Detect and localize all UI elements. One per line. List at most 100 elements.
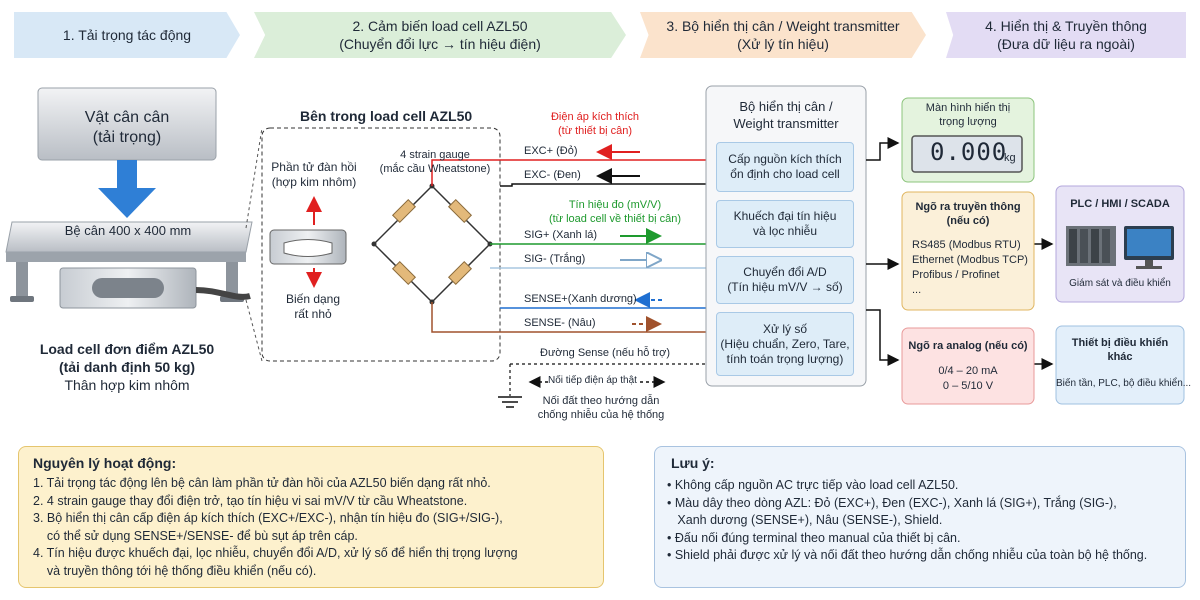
transmitter-title: Bộ hiển thị cân / Weight transmitter: [706, 98, 866, 132]
load-arrow-head: [98, 188, 156, 218]
label-exc-minus: EXC- (Đen): [524, 169, 581, 181]
plc-box: [1055, 185, 1185, 303]
step-3-subtitle: (Xử lý tín hiệu): [737, 36, 829, 52]
block-excitation-line2: ổn định cho load cell: [730, 167, 840, 181]
step-2-subtitle: (Chuyển đổi lực → tín hiệu điện): [339, 36, 541, 52]
notes-list: • Không cấp nguồn AC trực tiếp vào load …: [667, 477, 1147, 565]
ground-note-line2: chống nhiễu của hệ thống: [537, 409, 665, 421]
comm-item: Profibus / Profinet: [912, 269, 1000, 281]
notes-line: • Màu dây theo dòng AZL: Đỏ (EXC+), Đen …: [667, 495, 1117, 510]
block-adc-line2: (Tín hiệu mV/V → số): [727, 280, 843, 294]
comm-item: RS485 (Modbus RTU): [912, 239, 1021, 251]
excitation-note: Điện áp kích thích (từ thiết bị cân): [540, 110, 650, 138]
ctrl-box: [1055, 325, 1185, 405]
label-exc-plus: EXC+ (Đỏ): [524, 145, 578, 157]
wheatstone-bridge: [371, 183, 493, 305]
notes-line: • Đấu nối đúng terminal theo manual của …: [667, 530, 961, 545]
analog-item: 0/4 – 20 mA: [938, 365, 998, 377]
ctrl-caption: Biến tần, PLC, bộ điều khiển...: [1056, 378, 1192, 389]
comm-title-line1: Ngõ ra truyền thông: [915, 201, 1021, 213]
display-title-line1: Màn hình hiển thị: [925, 102, 1011, 114]
comm-title: Ngõ ra truyền thông (nếu có): [902, 200, 1034, 228]
display-screen: [911, 135, 1023, 173]
notes-title: Lưu ý:: [671, 455, 715, 471]
ground-note-line1: Nối đất theo hướng dẫn: [542, 395, 660, 407]
gauge-label-line1: 4 strain gauge: [400, 149, 470, 161]
step-3-banner: 3. Bộ hiển thị cân / Weight transmitter …: [640, 12, 926, 58]
gauge-label-line2: (mắc cầu Wheatstone): [379, 163, 491, 175]
notes-line: • Shield phải được xử lý và nối đất theo…: [667, 548, 1148, 562]
inside-loadcell-frame: [261, 127, 501, 362]
arrow-to-analog: [866, 309, 900, 366]
notes-panel: Lưu ý: • Không cấp nguồn AC trực tiếp và…: [654, 446, 1186, 588]
scale-caption-line3: Thân hợp kim nhôm: [64, 377, 190, 393]
load-cell-window: [92, 278, 164, 298]
label-sig-minus: SIG- (Trắng): [524, 253, 586, 265]
block-digital-line1: Xử lý số: [762, 321, 808, 336]
principle-line: 4. Tín hiệu được khuếch đại, lọc nhiễu, …: [33, 546, 518, 560]
block-excitation: Cấp nguồn kích thích ổn định cho load ce…: [716, 142, 854, 192]
load-cell-cable: [195, 287, 251, 300]
wire-sense-minus: [431, 302, 708, 333]
block-amplifier: Khuếch đại tín hiệu và lọc nhiễu: [716, 200, 854, 248]
ctrl-title: Thiết bị điều khiển khác: [1056, 336, 1184, 364]
block-digital-line2: (Hiệu chuẩn, Zero, Tare,: [720, 336, 850, 351]
display-title-line2: trọng lượng: [939, 116, 997, 128]
analog-item: 0 – 5/10 V: [942, 380, 994, 392]
display-unit: kg: [1004, 152, 1016, 164]
block-amplifier-line2: và lọc nhiễu: [752, 224, 818, 238]
scale-caption-line2: (tải danh định 50 kg): [58, 359, 196, 375]
notes-line: • Không cấp nguồn AC trực tiếp vào load …: [667, 478, 959, 492]
excitation-note-line1: Điện áp kích thích: [550, 111, 640, 123]
block-amplifier-line1: Khuếch đại tín hiệu: [733, 209, 837, 223]
elastic-label-line2: (hợp kim nhôm): [271, 175, 357, 189]
label-sig-plus: SIG+ (Xanh lá): [524, 229, 598, 241]
comm-list: RS485 (Modbus RTU) Ethernet (Modbus TCP)…: [912, 238, 1028, 298]
block-digital: Xử lý số (Hiệu chuẩn, Zero, Tare, tính t…: [716, 312, 854, 376]
load-label: Vật cân cân (tải trọng): [38, 108, 216, 148]
plc-rack-icon: [1066, 226, 1116, 266]
display-title: Màn hình hiển thị trọng lượng: [902, 101, 1034, 129]
ctrl-title-line2: khác: [1107, 351, 1133, 363]
analog-box: [901, 327, 1035, 405]
principle-panel: Nguyên lý hoạt động: 1. Tải trọng tác độ…: [18, 446, 604, 588]
signal-note: Tín hiệu đo (mV/V) (từ load cell về thiế…: [540, 198, 690, 226]
platform-edge: [6, 252, 246, 262]
step-4-title: 4. Hiển thị & Truyền thông: [985, 18, 1147, 34]
principle-list: 1. Tải trọng tác động lên bệ cân làm phầ…: [33, 475, 518, 580]
analog-list: 0/4 – 20 mA 0 – 5/10 V: [902, 364, 1034, 394]
transmitter-title-line2: Weight transmitter: [733, 116, 839, 131]
ctrl-title-line1: Thiết bị điều khiển: [1071, 337, 1169, 349]
signal-note-line2: (từ load cell về thiết bị cân): [548, 213, 682, 225]
wire-exc-plus: [431, 159, 708, 186]
label-sense-plus: SENSE+(Xanh dương): [524, 293, 637, 305]
ground-icon: [498, 396, 522, 408]
platform-foot-left: [16, 262, 28, 298]
step-4-subtitle: (Đưa dữ liệu ra ngoài): [997, 36, 1135, 52]
plc-caption: Giám sát và điều khiển: [1069, 278, 1171, 289]
step-2-banner: 2. Cảm biến load cell AZL50 (Chuyển đổi …: [254, 12, 626, 58]
step-4-banner: 4. Hiển thị & Truyền thông (Đưa dữ liệu …: [946, 12, 1186, 58]
gauge-label: 4 strain gauge (mắc cầu Wheatstone): [370, 148, 500, 176]
comm-title-line2: (nếu có): [946, 215, 990, 227]
signal-note-line1: Tín hiệu đo (mV/V): [568, 199, 662, 211]
scale-caption: Load cell đơn điểm AZL50 (tải danh định …: [2, 340, 252, 394]
load-label-line2: (tải trọng): [92, 129, 162, 146]
comm-item: Ethernet (Modbus TCP): [912, 254, 1028, 266]
step-1-banner: 1. Tải trọng tác động: [14, 12, 240, 58]
principle-line: 1. Tải trọng tác động lên bệ cân làm phầ…: [33, 476, 491, 490]
comm-item: ...: [912, 284, 922, 296]
load-arrow-shaft: [117, 160, 137, 190]
principle-title: Nguyên lý hoạt động:: [33, 455, 177, 471]
principle-line: có thể sử dụng SENSE+/SENSE- để bù sụt á…: [33, 528, 358, 543]
block-adc-line1: Chuyển đổi A/D: [743, 265, 827, 279]
deform-label-line2: rất nhỏ: [294, 307, 332, 321]
elastic-label-line1: Phần tử đàn hồi: [271, 160, 357, 174]
platform-foot-right: [226, 262, 238, 298]
plc-title: PLC / HMI / SCADA: [1070, 198, 1170, 210]
arrow-to-display: [866, 137, 900, 161]
label-sense-line: Đường Sense (nếu hỗ trợ): [540, 347, 671, 359]
deform-label: Biến dạng rất nhỏ: [268, 292, 358, 322]
step-1-title: 1. Tải trọng tác động: [62, 27, 192, 43]
principle-line: và truyền thông tới hệ thống điều khiển …: [33, 563, 317, 578]
